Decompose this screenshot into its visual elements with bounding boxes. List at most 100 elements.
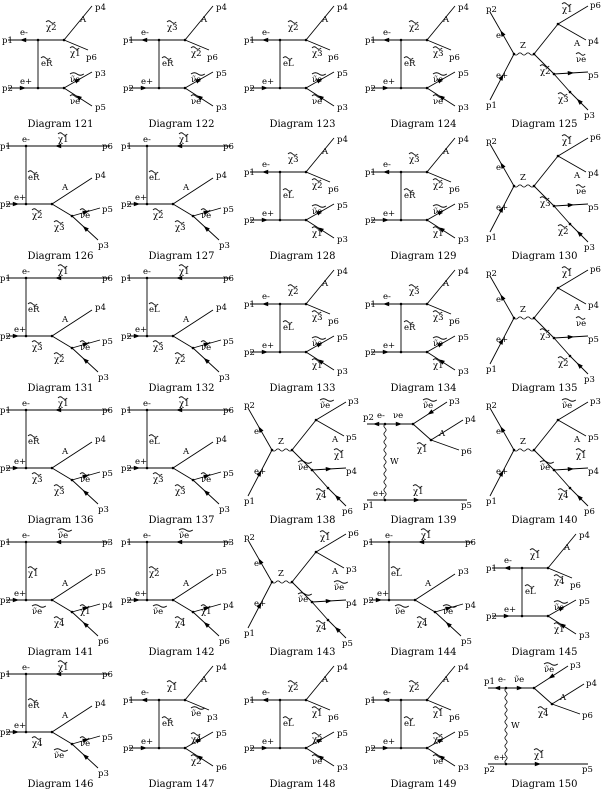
out-line [557,269,589,289]
arrow-icon [203,342,211,348]
particle-label: χ4 [558,491,569,501]
particle-label: A [200,15,208,25]
tilde-mark [432,178,443,182]
arrow-icon [175,143,183,149]
tilde-mark [539,328,550,332]
arrow-icon [175,539,183,545]
particle-label: χ2 [46,23,57,33]
arrow-icon [382,37,390,43]
particle-label: p5 [223,205,234,215]
particle-label: W [390,457,399,467]
tilde-mark [416,442,427,446]
particle-label: p3 [337,367,348,377]
particle-label: e- [143,399,151,409]
particle-label: ν̃e [298,594,308,605]
arrow-icon [382,745,390,751]
particle-label: p2 [244,401,255,411]
particle-label: e+ [135,325,147,335]
arrow-icon [316,78,323,84]
boson-out [426,665,456,701]
particle-label: p3 [579,631,590,641]
particle-label: e- [22,663,30,673]
diagram-caption: Diagram 129 [390,251,457,262]
particle-label: p6 [342,507,353,517]
particle-label: χ4 [417,619,428,629]
arrow-icon [576,494,583,501]
particle-label: p4 [337,663,348,673]
particle-label: e+ [262,341,274,351]
arrow-icon [261,169,269,175]
particle-label: p6 [219,637,230,647]
particle-label: p3 [570,661,581,671]
particle-label: p3 [584,375,595,385]
particle-label: p6 [328,317,339,327]
arrow-icon [54,539,62,545]
particle-label: ν̃e [433,338,443,349]
particle-label: A [200,675,208,685]
particle-label: p2 [121,596,132,606]
tilde-mark [178,264,189,268]
particle-label: e- [383,28,391,38]
particle-label: p4 [95,435,106,445]
tilde-mark [79,340,90,344]
particle-label: p3 [98,241,109,251]
particle-label: ν̃e [191,708,201,719]
particle-label: ν̃e [54,750,64,761]
particle-label: p4 [346,599,357,609]
tilde-mark [27,566,38,570]
particle-label: A [442,15,450,25]
particle-label: p5 [102,205,113,215]
particle-label: νe [433,97,443,107]
particle-label: e- [143,531,151,541]
tilde-mark [403,56,414,60]
arrow-icon [382,301,390,307]
boson-out [547,533,577,569]
tilde-mark [178,528,194,532]
tilde-mark [31,208,42,212]
arrow-icon [500,426,506,433]
particle-label: e+ [504,605,516,615]
diagram-caption: Diagram 126 [27,251,94,262]
out-line [315,419,345,437]
particle-label: p6 [207,53,218,63]
neutralino-line [51,203,73,217]
particle-label: A [321,147,329,157]
particle-label: ν̃e [70,74,80,85]
tilde-mark [152,208,163,212]
arrow-icon [427,409,434,415]
particle-label: eR [162,719,174,729]
arrow-icon [437,738,444,744]
particle-label: p4 [216,663,227,673]
tilde-mark [53,220,64,224]
particle-label: p4 [588,37,599,47]
particle-label: e+ [262,209,274,219]
particle-label: e- [498,675,506,685]
tilde-mark [174,616,185,620]
particle-label: p5 [337,729,348,739]
arrow-icon [175,407,183,413]
particle-label: p6 [449,53,460,63]
tilde-mark [557,224,568,228]
particle-label: χ1 [562,137,573,147]
neutralino-out [305,303,331,315]
boson-out [172,177,214,205]
particle-label: A [61,579,69,589]
particle-label: νe [80,211,90,221]
particle-label: χ2 [409,683,420,693]
particle-label: p5 [579,597,590,607]
particle-label: p6 [223,406,234,416]
particle-label: χ1 [312,229,323,239]
particle-label: p5 [346,433,357,443]
particle-label: p2 [244,84,255,94]
sparticle-line [533,185,555,207]
particle-label: eR [28,305,40,315]
